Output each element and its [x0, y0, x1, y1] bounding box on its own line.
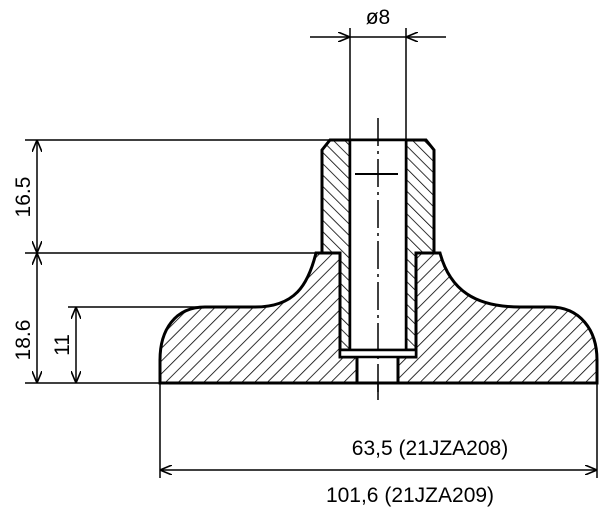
height-total-label: 18.6	[12, 320, 35, 361]
height-upper-label: 16.5	[12, 177, 35, 218]
width-large-label: 101,6 (21JZA209)	[326, 484, 494, 507]
height-base-label: 11	[51, 334, 74, 356]
width-small-label: 63,5 (21JZA208)	[352, 437, 508, 460]
washer	[338, 348, 418, 359]
diameter-label: ø8	[366, 6, 391, 29]
base-section	[158, 251, 599, 385]
